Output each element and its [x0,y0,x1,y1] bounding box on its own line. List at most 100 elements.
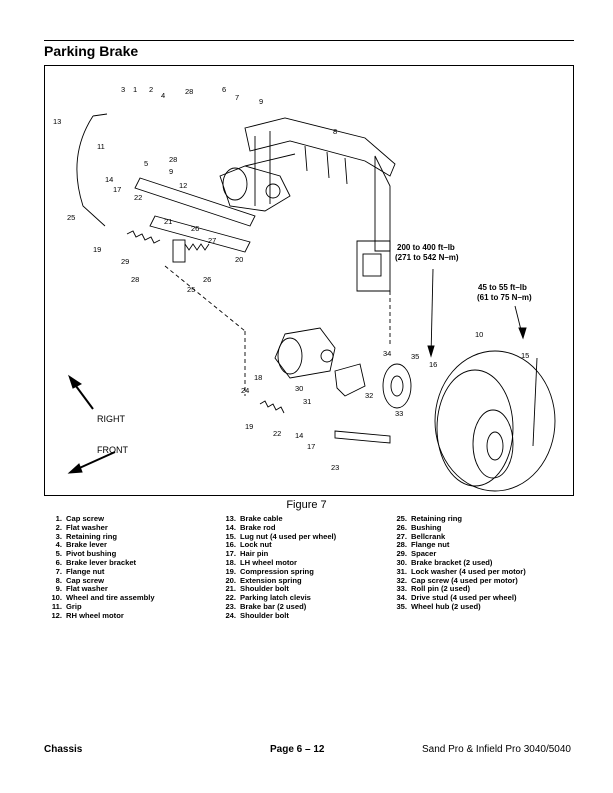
legend-item-text: Wheel hub (2 used) [411,601,481,611]
legend-item-number: 19. [225,566,236,576]
legend-item-text: Flat washer [66,584,108,594]
frame-tube [244,117,396,177]
legend-item: 23.Brake bar (2 used) [222,601,336,612]
callout-number: 17 [113,185,121,194]
legend-item-text: Hair pin [240,549,269,559]
callout-number: 9 [259,97,263,106]
legend-item-text: Brake rod [240,522,276,532]
legend-item: 32.Cap screw (4 used per motor) [393,575,526,586]
legend-item-number: 21. [225,584,236,594]
torque-leader-1 [430,268,434,357]
callout-number: 15 [521,351,529,360]
callout-number: 1 [133,85,137,94]
frame-upright [374,155,391,252]
brake-bar-lower [149,215,251,253]
legend-item-number: 3. [55,531,62,541]
torque-spec-1-line1: 200 to 400 ft–lb [397,243,455,252]
footer-section: Chassis [44,744,83,755]
callout-number: 34 [383,349,391,358]
callout-number: 30 [295,384,303,393]
callout-number: 9 [169,167,173,176]
legend-item: 25.Retaining ring [393,514,526,524]
legend-item-text: LH wheel motor [240,557,297,567]
legend-item: 2.Flat washer [48,522,155,533]
legend-item: 19.Compression spring [222,566,336,577]
callout-number: 26 [203,275,211,284]
legend-item-text: Extension spring [240,575,302,585]
legend-item-text: Brake lever bracket [66,557,137,567]
legend-item-number: 27. [396,531,407,541]
wheel-hub [382,363,412,409]
legend-item-number: 16. [225,540,236,550]
callout-number: 28 [185,87,193,96]
brake-cable [76,115,106,227]
callout-number: 4 [161,91,165,100]
legend-item-text: Flange nut [66,566,105,576]
legend-item-number: 32. [396,575,407,585]
footer-product: Sand Pro & Infield Pro 3040/5040 [422,744,571,755]
callout-number: 17 [307,442,315,451]
legend-item: 7.Flange nut [48,566,155,577]
legend-item: 8.Cap screw [48,575,155,586]
legend-item-number: 30. [396,557,407,567]
callout-number: 24 [241,386,249,395]
legend-item: 12.RH wheel motor [48,610,155,621]
legend-item-text: Shoulder bolt [240,584,289,594]
frame-bracket [356,240,391,292]
legend-item-text: Bellcrank [411,531,446,541]
callout-number: 2 [149,85,153,94]
legend-item-text: Brake lever [66,540,107,550]
legend-item-text: Wheel and tire assembly [66,593,155,603]
callout-number: 14 [105,175,113,184]
legend-item: 13.Brake cable [222,514,336,524]
callout-number: 31 [303,397,311,406]
figure-caption: Figure 7 [286,499,327,511]
brake-bracket [334,363,366,397]
legend-item-text: Shoulder bolt [240,610,289,620]
legend-item: 3.Retaining ring [48,531,155,542]
legend-item-number: 33. [396,584,407,594]
direction-right-label: RIGHT [97,414,126,424]
legend-item-number: 14. [225,522,236,532]
legend-item: 10.Wheel and tire assembly [48,593,155,603]
legend-item-number: 22. [225,593,236,603]
brake-bar-2 [334,430,391,444]
legend-item: 5.Pivot bushing [48,549,155,559]
legend-item-number: 13. [225,514,236,523]
callout-number: 29 [121,257,129,266]
lh-motor-body [274,327,336,379]
legend-item-text: Drive stud (4 used per wheel) [411,593,517,603]
legend-item-text: Grip [66,601,82,611]
legend-item-text: Parking latch clevis [240,593,311,603]
callout-number: 28 [169,155,177,164]
callout-number: 27 [208,236,216,245]
callout-number: 11 [97,142,105,151]
legend-item: 9.Flat washer [48,584,155,594]
legend-item-number: 24. [225,610,236,620]
legend-item: 11.Grip [48,601,155,612]
legend-item-number: 18. [225,557,236,567]
legend-item: 22. Parking latch clevis [222,593,336,603]
legend-item-text: Flat washer [66,522,108,532]
legend-item: 16.Lock nut [222,540,336,550]
legend-item-text: Brake bar (2 used) [240,601,307,611]
legend-item-text: RH wheel motor [66,610,124,620]
legend-item-number: 15. [225,531,236,541]
legend-item: 26.Bushing [393,523,526,533]
legend-item-number: 34. [396,593,407,603]
legend-item-number: 35. [396,601,407,611]
page-title: Parking Brake [44,43,139,59]
legend-item-number: 31. [396,566,407,576]
callout-number: 6 [222,85,226,94]
torque-spec-2-line2: (61 to 75 N–m) [477,293,532,302]
legend-item-number: 25. [396,514,407,523]
legend-item-number: 29. [396,549,407,559]
legend-item-text: Spacer [411,549,437,559]
legend-item-number: 28. [396,540,407,550]
legend-item-number: 20. [225,575,236,585]
callout-number: 22 [273,429,281,438]
legend-item-text: Cap screw [66,514,104,523]
legend-item-text: Cap screw [66,575,104,585]
